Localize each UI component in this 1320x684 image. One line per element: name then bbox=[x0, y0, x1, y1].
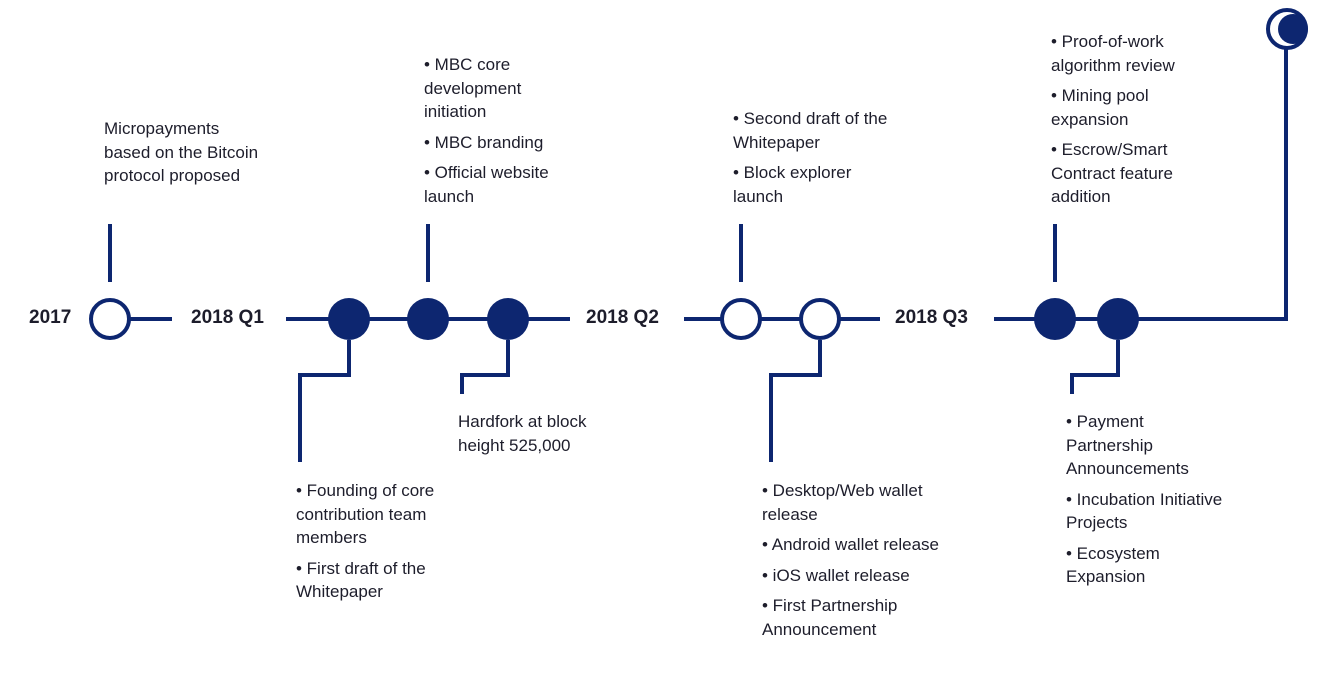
milestone-item: • Escrow/Smart Contract feature addition bbox=[1051, 140, 1173, 206]
milestone-node-filled bbox=[487, 298, 529, 340]
milestone-text-q1-bottom: • Founding of core contribution team mem… bbox=[296, 479, 476, 604]
milestone-item: • Block explorer launch bbox=[733, 163, 852, 206]
connector-q3-bottom bbox=[1070, 340, 1120, 394]
period-label-2017: 2017 bbox=[29, 307, 72, 328]
milestone-node-hollow bbox=[720, 298, 762, 340]
milestone-item: • MBC branding bbox=[424, 132, 544, 152]
milestone-text-q2-bottom: • Desktop/Web wallet release • Android w… bbox=[762, 479, 942, 641]
milestone-item: • Official website launch bbox=[424, 163, 549, 206]
milestone-item: • Proof-of-work algorithm review bbox=[1051, 32, 1175, 75]
milestone-text-q3-top: • Proof-of-work algorithm review • Minin… bbox=[1051, 30, 1206, 209]
milestone-text-2017: Micropayments based on the Bitcoin proto… bbox=[104, 117, 264, 188]
period-label-2018-q3: 2018 Q3 bbox=[895, 307, 968, 328]
milestone-item: • iOS wallet release bbox=[762, 565, 910, 585]
milestone-node-filled bbox=[1034, 298, 1076, 340]
milestone-text-hardfork: Hardfork at block height 525,000 bbox=[458, 410, 598, 457]
period-label-2018-q2: 2018 Q2 bbox=[586, 307, 659, 328]
milestone-item: • Mining pool expansion bbox=[1051, 86, 1149, 129]
milestone-node-filled bbox=[1097, 298, 1139, 340]
milestone-item: Micropayments based on the Bitcoin proto… bbox=[104, 119, 259, 185]
milestone-item: • Desktop/Web wallet release bbox=[762, 481, 923, 524]
milestone-item: • First draft of the Whitepaper bbox=[296, 558, 426, 602]
milestone-item: • MBC core development initiation bbox=[424, 55, 522, 121]
milestone-item: Hardfork at block height 525,000 bbox=[458, 412, 587, 455]
milestone-node-filled bbox=[407, 298, 449, 340]
connector-q2-bottom bbox=[769, 340, 822, 462]
moon-icon bbox=[1266, 8, 1308, 50]
milestone-item: • Founding of core contribution team mem… bbox=[296, 481, 435, 547]
connector-hardfork bbox=[460, 340, 510, 394]
milestone-item: • Payment Partnership Announcements bbox=[1066, 412, 1189, 478]
connector-q1-bottom bbox=[298, 340, 351, 462]
milestone-item: • Ecosystem Expansion bbox=[1066, 543, 1160, 587]
milestone-node-hollow bbox=[89, 298, 131, 340]
milestone-text-q2-top: • Second draft of the Whitepaper • Block… bbox=[733, 107, 893, 208]
milestone-node-hollow bbox=[799, 298, 841, 340]
milestone-item: • Incubation Initiative Projects bbox=[1066, 489, 1223, 533]
period-label-2018-q1: 2018 Q1 bbox=[191, 307, 264, 328]
milestone-text-q1-top: • MBC core development initiation • MBC … bbox=[424, 53, 574, 208]
milestone-node-filled bbox=[328, 298, 370, 340]
milestone-text-q3-bottom: • Payment Partnership Announcements • In… bbox=[1066, 410, 1226, 589]
milestone-item: • Second draft of the Whitepaper bbox=[733, 109, 888, 152]
milestone-item: • Android wallet release bbox=[762, 535, 939, 554]
milestone-item: • First Partnership Announcement bbox=[762, 596, 898, 639]
